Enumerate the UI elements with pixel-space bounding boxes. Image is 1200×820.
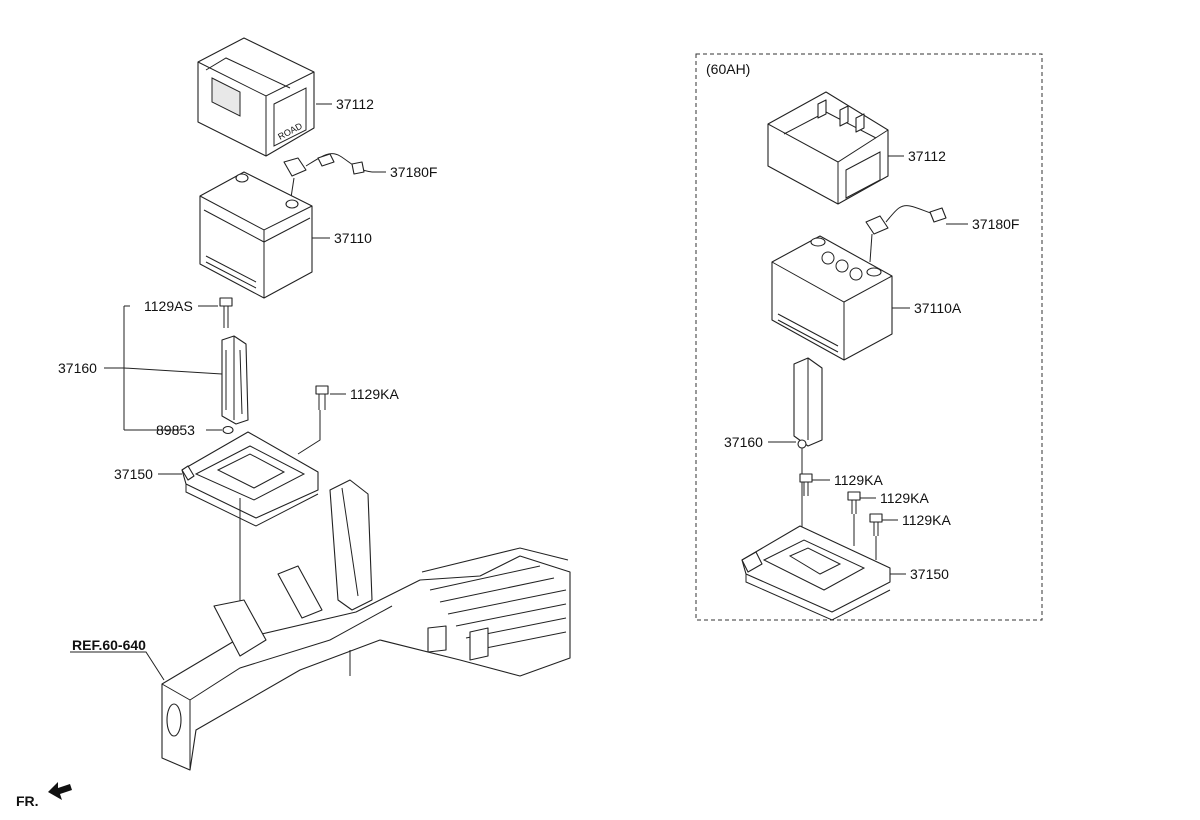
- label-left-tray: 37150: [114, 466, 153, 482]
- battery-sensor-left: [283, 153, 373, 205]
- reference-label: REF.60-640: [72, 637, 146, 653]
- battery-tray-left: [181, 431, 319, 527]
- battery-tray-right: [741, 525, 891, 621]
- label-right-tray: 37150: [910, 566, 949, 582]
- label-right-bolt-2: 1129KA: [880, 490, 929, 506]
- frame-label: (60AH): [706, 61, 750, 77]
- vehicle-frame: [161, 479, 571, 771]
- label-right-bolt-3: 1129KA: [902, 512, 951, 528]
- bolt-1129ka-right-3: [869, 513, 883, 560]
- label-left-sensor: 37180F: [390, 164, 437, 180]
- hold-down-bracket-right: [793, 357, 823, 580]
- bolt-1129ka-right-2: [847, 491, 861, 546]
- label-left-bolt-right: 1129KA: [350, 386, 399, 402]
- bolt-1129as: [219, 297, 233, 328]
- battery-right: [771, 235, 893, 361]
- label-left-bracket: 37160: [58, 360, 97, 376]
- bolt-leader: [297, 410, 321, 455]
- battery-cover-right: [767, 91, 889, 205]
- label-left-cover: 37112: [336, 96, 374, 112]
- label-left-bolt-top: 1129AS: [144, 298, 193, 314]
- label-right-bolt-1: 1129KA: [834, 472, 883, 488]
- label-right-sensor: 37180F: [972, 216, 1019, 232]
- nut-89853: [222, 425, 234, 435]
- label-left-nut: 89853: [156, 422, 195, 438]
- label-right-battery: 37110A: [914, 300, 962, 316]
- option-frame-60ah: [695, 53, 1043, 621]
- label-left-battery: 37110: [334, 230, 372, 246]
- leader-lines: [70, 103, 968, 681]
- battery-left: [199, 171, 313, 299]
- bolt-1129ka-left: [315, 385, 329, 410]
- hold-down-bracket-left: [221, 335, 249, 425]
- battery-sensor-right: [865, 205, 947, 263]
- battery-cover-left: ROAD: [197, 37, 315, 157]
- label-right-cover: 37112: [908, 148, 946, 164]
- front-arrow-icon: [48, 782, 72, 800]
- front-indicator-label: FR.: [16, 793, 39, 809]
- bolt-1129ka-right-1: [799, 473, 813, 496]
- label-right-bracket: 37160: [724, 434, 763, 450]
